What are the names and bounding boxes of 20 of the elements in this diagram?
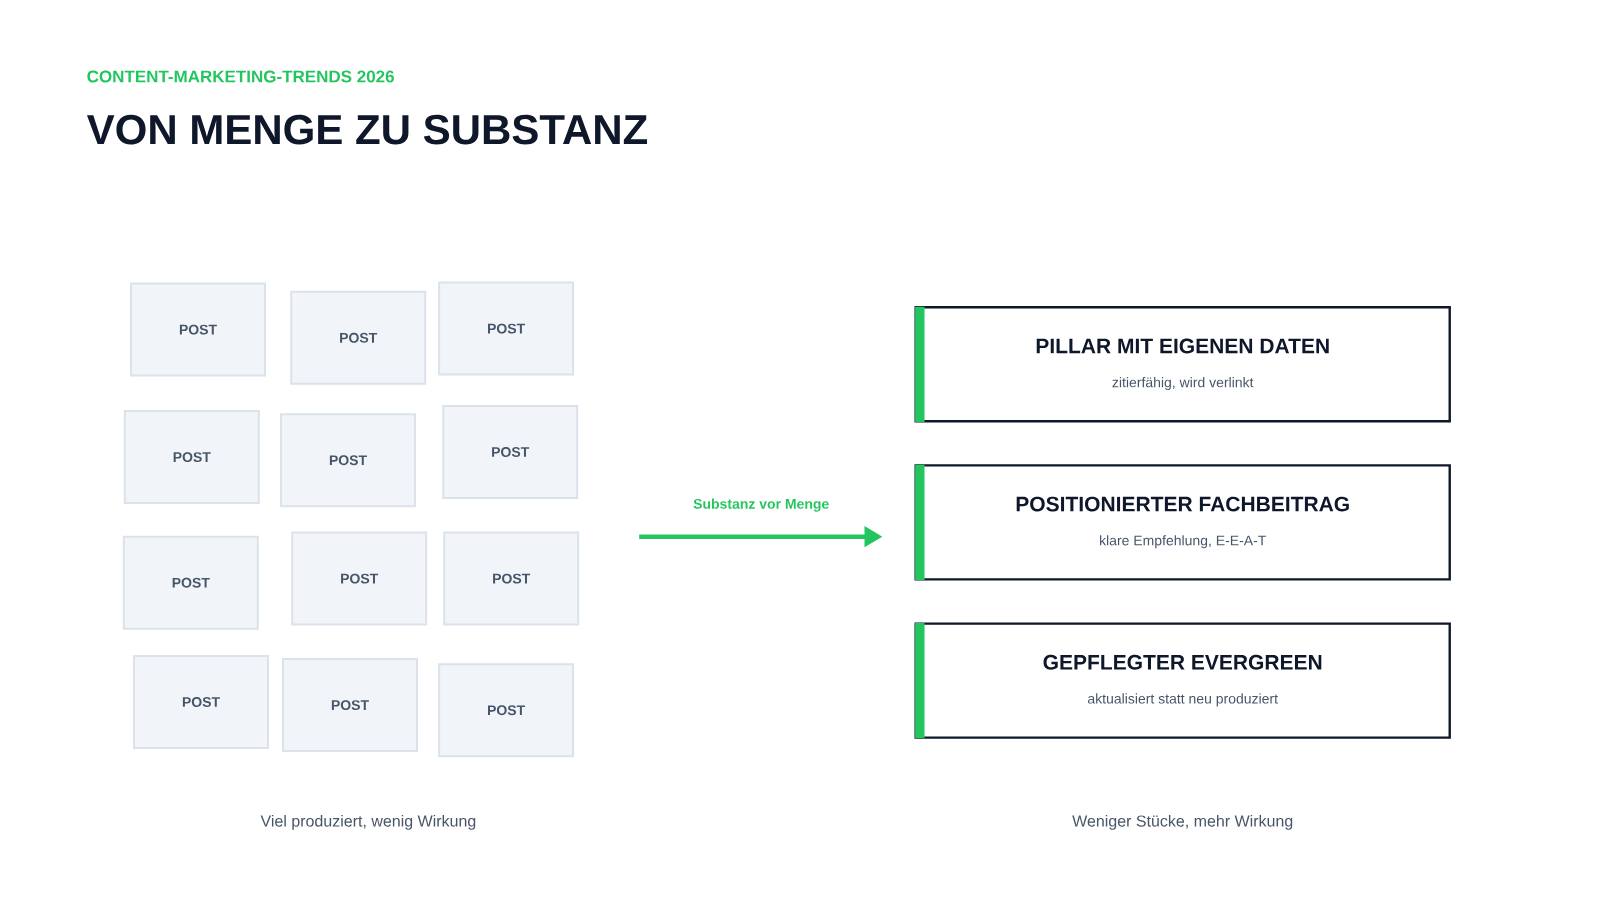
caption: Viel produziert, wenig Wirkung bbox=[260, 814, 476, 830]
post-card: POST bbox=[280, 413, 416, 508]
post-card: POST bbox=[282, 658, 418, 753]
caption: Weniger Stücke, mehr Wirkung bbox=[1072, 814, 1293, 830]
item-card: PILLAR MIT EIGENEN DATEN zitierfähig, wird verlinkt bbox=[914, 306, 1451, 423]
post-card: POST bbox=[290, 290, 427, 385]
title: VON MENGE ZU SUBSTANZ bbox=[86, 114, 647, 145]
kicker: CONTENT-MARKETING-TRENDS 2026 bbox=[87, 70, 394, 83]
post-card: POST bbox=[442, 405, 579, 499]
post-card: POST bbox=[443, 531, 580, 626]
item-card: POSITIONIERTER FACHBEITRAG klare Empfehlung, E-E-A-T bbox=[914, 464, 1451, 581]
post-card: POST bbox=[122, 535, 259, 630]
post-card: POST bbox=[133, 655, 269, 749]
post-card: POST bbox=[130, 282, 266, 377]
post-card: POST bbox=[438, 663, 575, 758]
item-card: GEPFLEGTER EVERGREEN aktualisiert statt neu produziert bbox=[914, 622, 1451, 739]
post-card: POST bbox=[123, 410, 260, 505]
post-card: POST bbox=[291, 531, 428, 626]
post-card: POST bbox=[438, 281, 575, 376]
edge-label: Substanz vor Menge bbox=[693, 498, 829, 512]
